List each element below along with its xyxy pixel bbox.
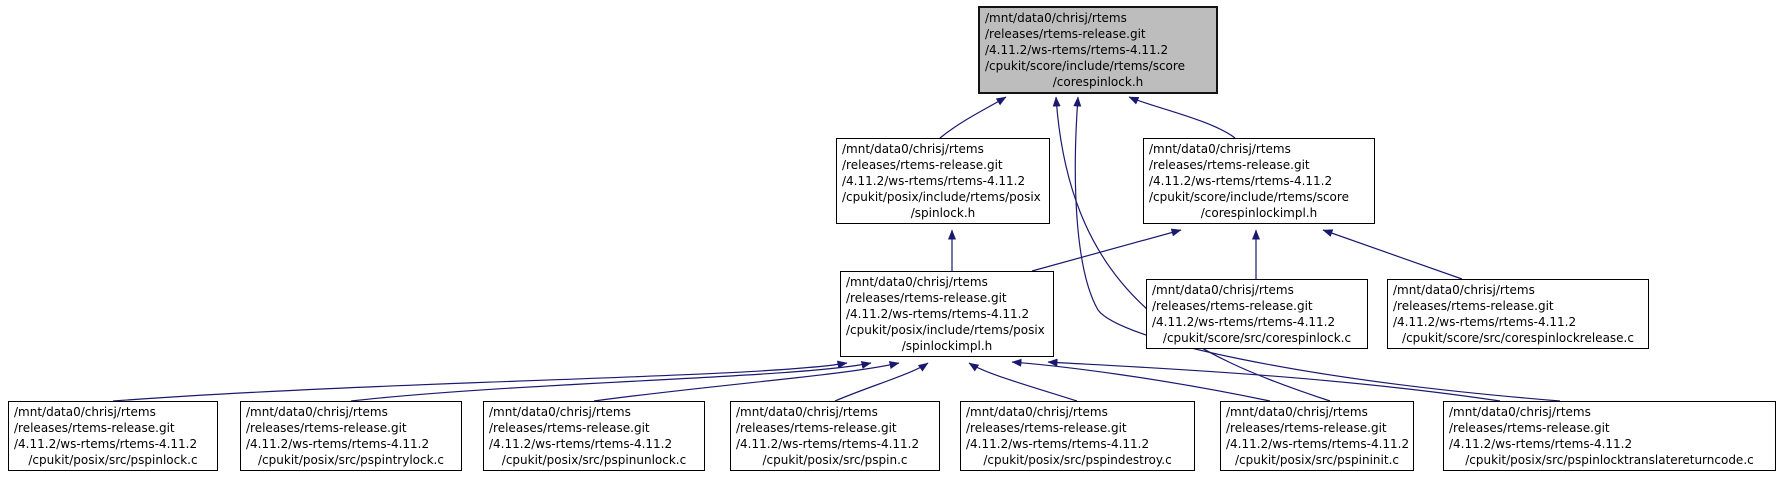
path-line: /cpukit/score/include/rtems/score	[1149, 190, 1349, 204]
file-name: /corespinlockimpl.h	[1200, 206, 1318, 220]
path-line: /releases/rtems-release.git	[14, 421, 175, 435]
file-name: /cpukit/score/src/corespinlock.c	[1162, 331, 1352, 345]
node-pspinunlock-c[interactable]: /mnt/data0/chrisj/rtems /releases/rtems-…	[483, 401, 705, 471]
edge-pspinlocktranslatereturncode-c-to-corespinlock-h	[1073, 96, 1561, 402]
node-spinlock-h[interactable]: /mnt/data0/chrisj/rtems /releases/rtems-…	[836, 138, 1050, 224]
path-line: /4.11.2/ws-rtems/rtems-4.11.2	[1226, 437, 1410, 451]
path-line: /cpukit/score/include/rtems/score	[985, 59, 1185, 73]
path-line: /4.11.2/ws-rtems/rtems-4.11.2	[246, 437, 430, 451]
path-line: /4.11.2/ws-rtems/rtems-4.11.2	[966, 437, 1150, 451]
edge-spinlock-h-to-corespinlock-h	[939, 96, 1007, 139]
edge-pspintrylock-c-to-spinlockimpl-h	[350, 361, 872, 402]
path-line: /releases/rtems-release.git	[736, 421, 897, 435]
file-name: /cpukit/posix/src/pspinunlock.c	[501, 453, 687, 467]
path-line: /cpukit/posix/include/rtems/posix	[846, 323, 1045, 337]
path-line: /releases/rtems-release.git	[966, 421, 1127, 435]
edge-pspininit-c-to-corespinlock-h	[1052, 96, 1331, 402]
edge-pspin-c-to-spinlockimpl-h	[834, 362, 929, 402]
node-corespinlockrelease-c[interactable]: /mnt/data0/chrisj/rtems /releases/rtems-…	[1387, 279, 1649, 349]
path-line: /4.11.2/ws-rtems/rtems-4.11.2	[489, 437, 673, 451]
path-line: /mnt/data0/chrisj/rtems	[1152, 283, 1294, 297]
path-line: /releases/rtems-release.git	[489, 421, 650, 435]
path-line: /mnt/data0/chrisj/rtems	[966, 405, 1108, 419]
path-line: /4.11.2/ws-rtems/rtems-4.11.2	[14, 437, 198, 451]
path-line: /mnt/data0/chrisj/rtems	[246, 405, 388, 419]
file-name: /cpukit/score/src/corespinlockrelease.c	[1402, 331, 1634, 345]
node-pspin-c[interactable]: /mnt/data0/chrisj/rtems /releases/rtems-…	[730, 401, 940, 471]
edge-spinlockimpl-h-to-corespinlockimpl-h	[1031, 228, 1182, 272]
node-spinlockimpl-h[interactable]: /mnt/data0/chrisj/rtems /releases/rtems-…	[840, 271, 1054, 357]
node-pspinlock-c[interactable]: /mnt/data0/chrisj/rtems /releases/rtems-…	[8, 401, 218, 471]
path-line: /releases/rtems-release.git	[985, 27, 1146, 41]
file-name: /cpukit/posix/src/pspintrylock.c	[258, 453, 444, 467]
node-corespinlockimpl-h[interactable]: /mnt/data0/chrisj/rtems /releases/rtems-…	[1143, 138, 1375, 224]
node-corespinlock-c[interactable]: /mnt/data0/chrisj/rtems /releases/rtems-…	[1146, 279, 1368, 349]
edge-corespinlockrelease-c-to-corespinlockimpl-h	[1322, 229, 1463, 280]
path-line: /mnt/data0/chrisj/rtems	[1449, 405, 1591, 419]
edge-corespinlockimpl-h-to-corespinlock-h	[1128, 96, 1236, 139]
file-name: /cpukit/posix/src/pspinlock.c	[28, 453, 198, 467]
edge-pspindestroy-c-to-spinlockimpl-h	[968, 362, 1078, 402]
node-pspintrylock-c[interactable]: /mnt/data0/chrisj/rtems /releases/rtems-…	[240, 401, 462, 471]
path-line: /mnt/data0/chrisj/rtems	[842, 142, 984, 156]
node-pspininit-c[interactable]: /mnt/data0/chrisj/rtems /releases/rtems-…	[1220, 401, 1414, 471]
file-name: /corespinlock.h	[1052, 75, 1144, 89]
edge-pspinlocktranslatereturncode-c-to-spinlockimpl-h	[1047, 358, 1501, 402]
path-line: /releases/rtems-release.git	[1449, 421, 1610, 435]
path-line: /mnt/data0/chrisj/rtems	[14, 405, 156, 419]
path-line: /releases/rtems-release.git	[1226, 421, 1387, 435]
edge-pspinunlock-c-to-spinlockimpl-h	[593, 361, 900, 402]
path-line: /4.11.2/ws-rtems/rtems-4.11.2	[1449, 437, 1633, 451]
path-line: /4.11.2/ws-rtems/rtems-4.11.2	[736, 437, 920, 451]
path-line: /releases/rtems-release.git	[246, 421, 407, 435]
edge-pspinlock-c-to-spinlockimpl-h	[112, 360, 848, 402]
edge-pspininit-c-to-spinlockimpl-h	[1011, 358, 1271, 402]
path-line: /releases/rtems-release.git	[846, 291, 1007, 305]
path-line: /4.11.2/ws-rtems/rtems-4.11.2	[985, 43, 1169, 57]
path-line: /4.11.2/ws-rtems/rtems-4.11.2	[1393, 315, 1577, 329]
path-line: /mnt/data0/chrisj/rtems	[1149, 142, 1291, 156]
path-line: /4.11.2/ws-rtems/rtems-4.11.2	[842, 174, 1026, 188]
path-line: /mnt/data0/chrisj/rtems	[489, 405, 631, 419]
file-name: /cpukit/posix/src/pspin.c	[762, 453, 908, 467]
node-pspindestroy-c[interactable]: /mnt/data0/chrisj/rtems /releases/rtems-…	[960, 401, 1195, 471]
file-name: /spinlockimpl.h	[901, 339, 993, 353]
path-line: /cpukit/posix/include/rtems/posix	[842, 190, 1041, 204]
path-line: /4.11.2/ws-rtems/rtems-4.11.2	[1149, 174, 1333, 188]
file-name: /cpukit/posix/src/pspinlocktranslateretu…	[1465, 453, 1754, 467]
path-line: /4.11.2/ws-rtems/rtems-4.11.2	[846, 307, 1030, 321]
path-line: /releases/rtems-release.git	[1149, 158, 1310, 172]
path-line: /mnt/data0/chrisj/rtems	[736, 405, 878, 419]
path-line: /releases/rtems-release.git	[1152, 299, 1313, 313]
node-pspinlocktranslatereturncode-c[interactable]: /mnt/data0/chrisj/rtems /releases/rtems-…	[1443, 401, 1776, 471]
path-line: /4.11.2/ws-rtems/rtems-4.11.2	[1152, 315, 1336, 329]
path-line: /mnt/data0/chrisj/rtems	[846, 275, 988, 289]
node-corespinlock-h[interactable]: /mnt/data0/chrisj/rtems /releases/rtems-…	[978, 6, 1218, 94]
path-line: /mnt/data0/chrisj/rtems	[1226, 405, 1368, 419]
file-name: /cpukit/posix/src/pspininit.c	[1235, 453, 1399, 467]
file-name: /cpukit/posix/src/pspindestroy.c	[983, 453, 1172, 467]
path-line: /mnt/data0/chrisj/rtems	[1393, 283, 1535, 297]
path-line: /mnt/data0/chrisj/rtems	[985, 11, 1127, 25]
file-name: /spinlock.h	[910, 206, 976, 220]
path-line: /releases/rtems-release.git	[1393, 299, 1554, 313]
path-line: /releases/rtems-release.git	[842, 158, 1003, 172]
